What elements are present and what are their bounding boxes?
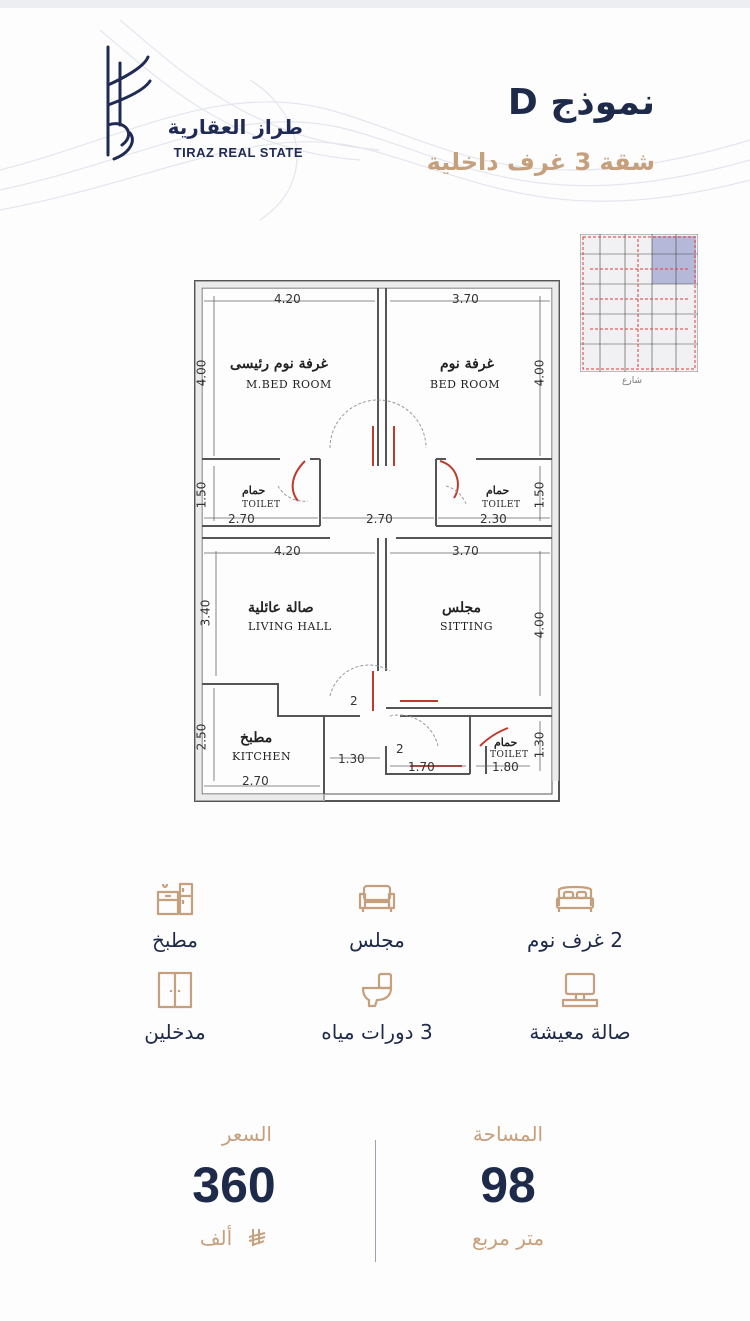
room-label-en: SITTING xyxy=(440,620,494,633)
feature-entrances: مدخلين xyxy=(75,970,275,1044)
dim-toilet1-height: 1.50 xyxy=(194,481,209,509)
brand-name-arabic: طراز العقارية xyxy=(167,115,303,139)
room-label-en: M.BED ROOM xyxy=(246,378,332,391)
room-label-en: TOILET xyxy=(490,750,529,760)
area-caption: المساحة xyxy=(472,1122,544,1146)
brand-name-english: TIRAZ REAL STATE xyxy=(173,145,303,160)
dim-kitchen-height: 2.50 xyxy=(194,723,209,751)
decorative-swirl xyxy=(0,20,750,221)
room-label-ar: مطبخ xyxy=(240,730,273,746)
room-label-en: TOILET xyxy=(482,500,521,510)
price-unit-row: ألف xyxy=(134,1226,334,1250)
price-caption: السعر xyxy=(221,1122,272,1146)
dim-mbed-width: 4.20 xyxy=(274,292,301,306)
sofa-icon xyxy=(358,884,396,912)
room-label-ar: حمام xyxy=(486,484,510,497)
room-label-ar: حمام xyxy=(242,484,266,497)
bed-icon xyxy=(555,885,595,912)
riyal-icon xyxy=(248,1229,266,1247)
dim-sitting-height: 4.00 xyxy=(532,611,547,639)
room-label-ar: مجلس xyxy=(442,600,482,616)
dim-bed-height: 4.00 xyxy=(532,359,547,387)
room-label-en: LIVING HALL xyxy=(248,620,332,633)
logo-mark-icon xyxy=(106,45,152,161)
dim-toilet2-height: 1.50 xyxy=(532,481,547,509)
feature-bedrooms: 2 غرف نوم xyxy=(475,878,675,952)
feature-label: مدخلين xyxy=(144,1020,206,1044)
price-stat: السعر 360 ألف xyxy=(134,1122,334,1250)
room-label-en: KITCHEN xyxy=(232,750,292,763)
kitchen-icon xyxy=(156,882,194,916)
model-title: نموذج D xyxy=(507,82,655,123)
dim-sitting-width: 3.70 xyxy=(452,544,479,558)
feature-label: مجلس xyxy=(349,928,405,952)
dim-bed-width: 3.70 xyxy=(452,292,479,306)
dim-kitchen-width: 2.70 xyxy=(242,774,269,788)
floor-plan-walls xyxy=(194,280,560,802)
model-subtitle: شقة 3 غرف داخلية xyxy=(426,148,655,176)
feature-label: 3 دورات مياه xyxy=(321,1020,433,1044)
toilet-icon xyxy=(361,972,393,1008)
feature-label: 2 غرف نوم xyxy=(527,928,623,952)
door-mark: 2 xyxy=(350,694,358,708)
top-bar xyxy=(0,0,750,8)
feature-sitting: مجلس xyxy=(277,878,477,952)
tv-icon xyxy=(561,972,599,1008)
brand-logo: طراز العقارية TIRAZ REAL STATE xyxy=(100,45,310,165)
dim-toilet3-height: 1.30 xyxy=(532,731,547,759)
area-unit: متر مربع xyxy=(471,1226,545,1250)
door-icon xyxy=(157,971,193,1009)
floor-plan: 4.20 3.70 4.00 4.00 1.50 2.70 2.70 2.30 … xyxy=(190,276,565,806)
feature-kitchen: مطبخ xyxy=(75,878,275,952)
price-value: 360 xyxy=(192,1157,276,1213)
room-label-ar: حمام xyxy=(494,736,518,749)
dim-toilet1-width: 2.70 xyxy=(228,512,255,526)
dim-entry-width: 1.30 xyxy=(338,752,365,766)
stats-divider xyxy=(375,1140,376,1262)
dim-mbed-height: 4.00 xyxy=(194,359,209,387)
door-mark: 2 xyxy=(396,742,404,756)
feature-living: صالة معيشة xyxy=(480,970,680,1044)
feature-toilets: 3 دورات مياه xyxy=(277,970,477,1044)
key-plan-street-label: شارع xyxy=(622,376,642,386)
price-unit: ألف xyxy=(199,1226,233,1250)
dim-toilet2-width: 2.30 xyxy=(480,512,507,526)
dim-toilet3-width: 1.80 xyxy=(492,760,519,774)
dim-corridor-width: 2.70 xyxy=(366,512,393,526)
room-label-en: BED ROOM xyxy=(430,378,501,391)
area-stat: المساحة 98 متر مربع xyxy=(408,1122,608,1250)
dim-living-width: 4.20 xyxy=(274,544,301,558)
dim-lobby-width: 1.70 xyxy=(408,760,435,774)
room-label-ar: غرفة نوم xyxy=(440,356,494,372)
feature-label: مطبخ xyxy=(151,928,199,952)
feature-label: صالة معيشة xyxy=(529,1020,631,1044)
key-plan-map xyxy=(580,234,698,372)
room-label-ar: صالة عائلية xyxy=(248,600,314,616)
room-label-en: TOILET xyxy=(242,500,281,510)
dim-living-height: 3.40 xyxy=(198,599,213,627)
area-value: 98 xyxy=(480,1157,536,1213)
room-label-ar: غرفة نوم رئيسى xyxy=(230,356,328,372)
